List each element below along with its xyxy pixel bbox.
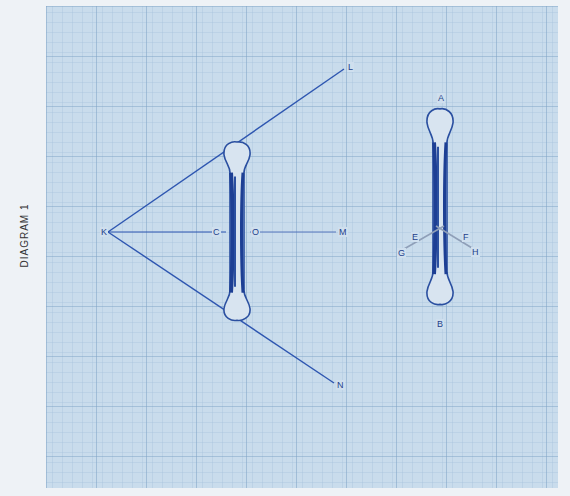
point-label: F [462, 232, 470, 242]
point-label: E [411, 232, 419, 242]
point-label: L [347, 62, 354, 72]
point-label: M [338, 227, 348, 237]
point-label: C [212, 227, 221, 237]
point-label: B [436, 319, 444, 329]
point-label: H [471, 247, 480, 257]
point-label: A [437, 93, 445, 103]
diagram-title: DIAGRAM 1 [19, 203, 30, 267]
point-label: K [100, 227, 108, 237]
point-label: G [397, 248, 406, 258]
point-label: N [336, 380, 345, 390]
point-label: O [251, 227, 260, 237]
